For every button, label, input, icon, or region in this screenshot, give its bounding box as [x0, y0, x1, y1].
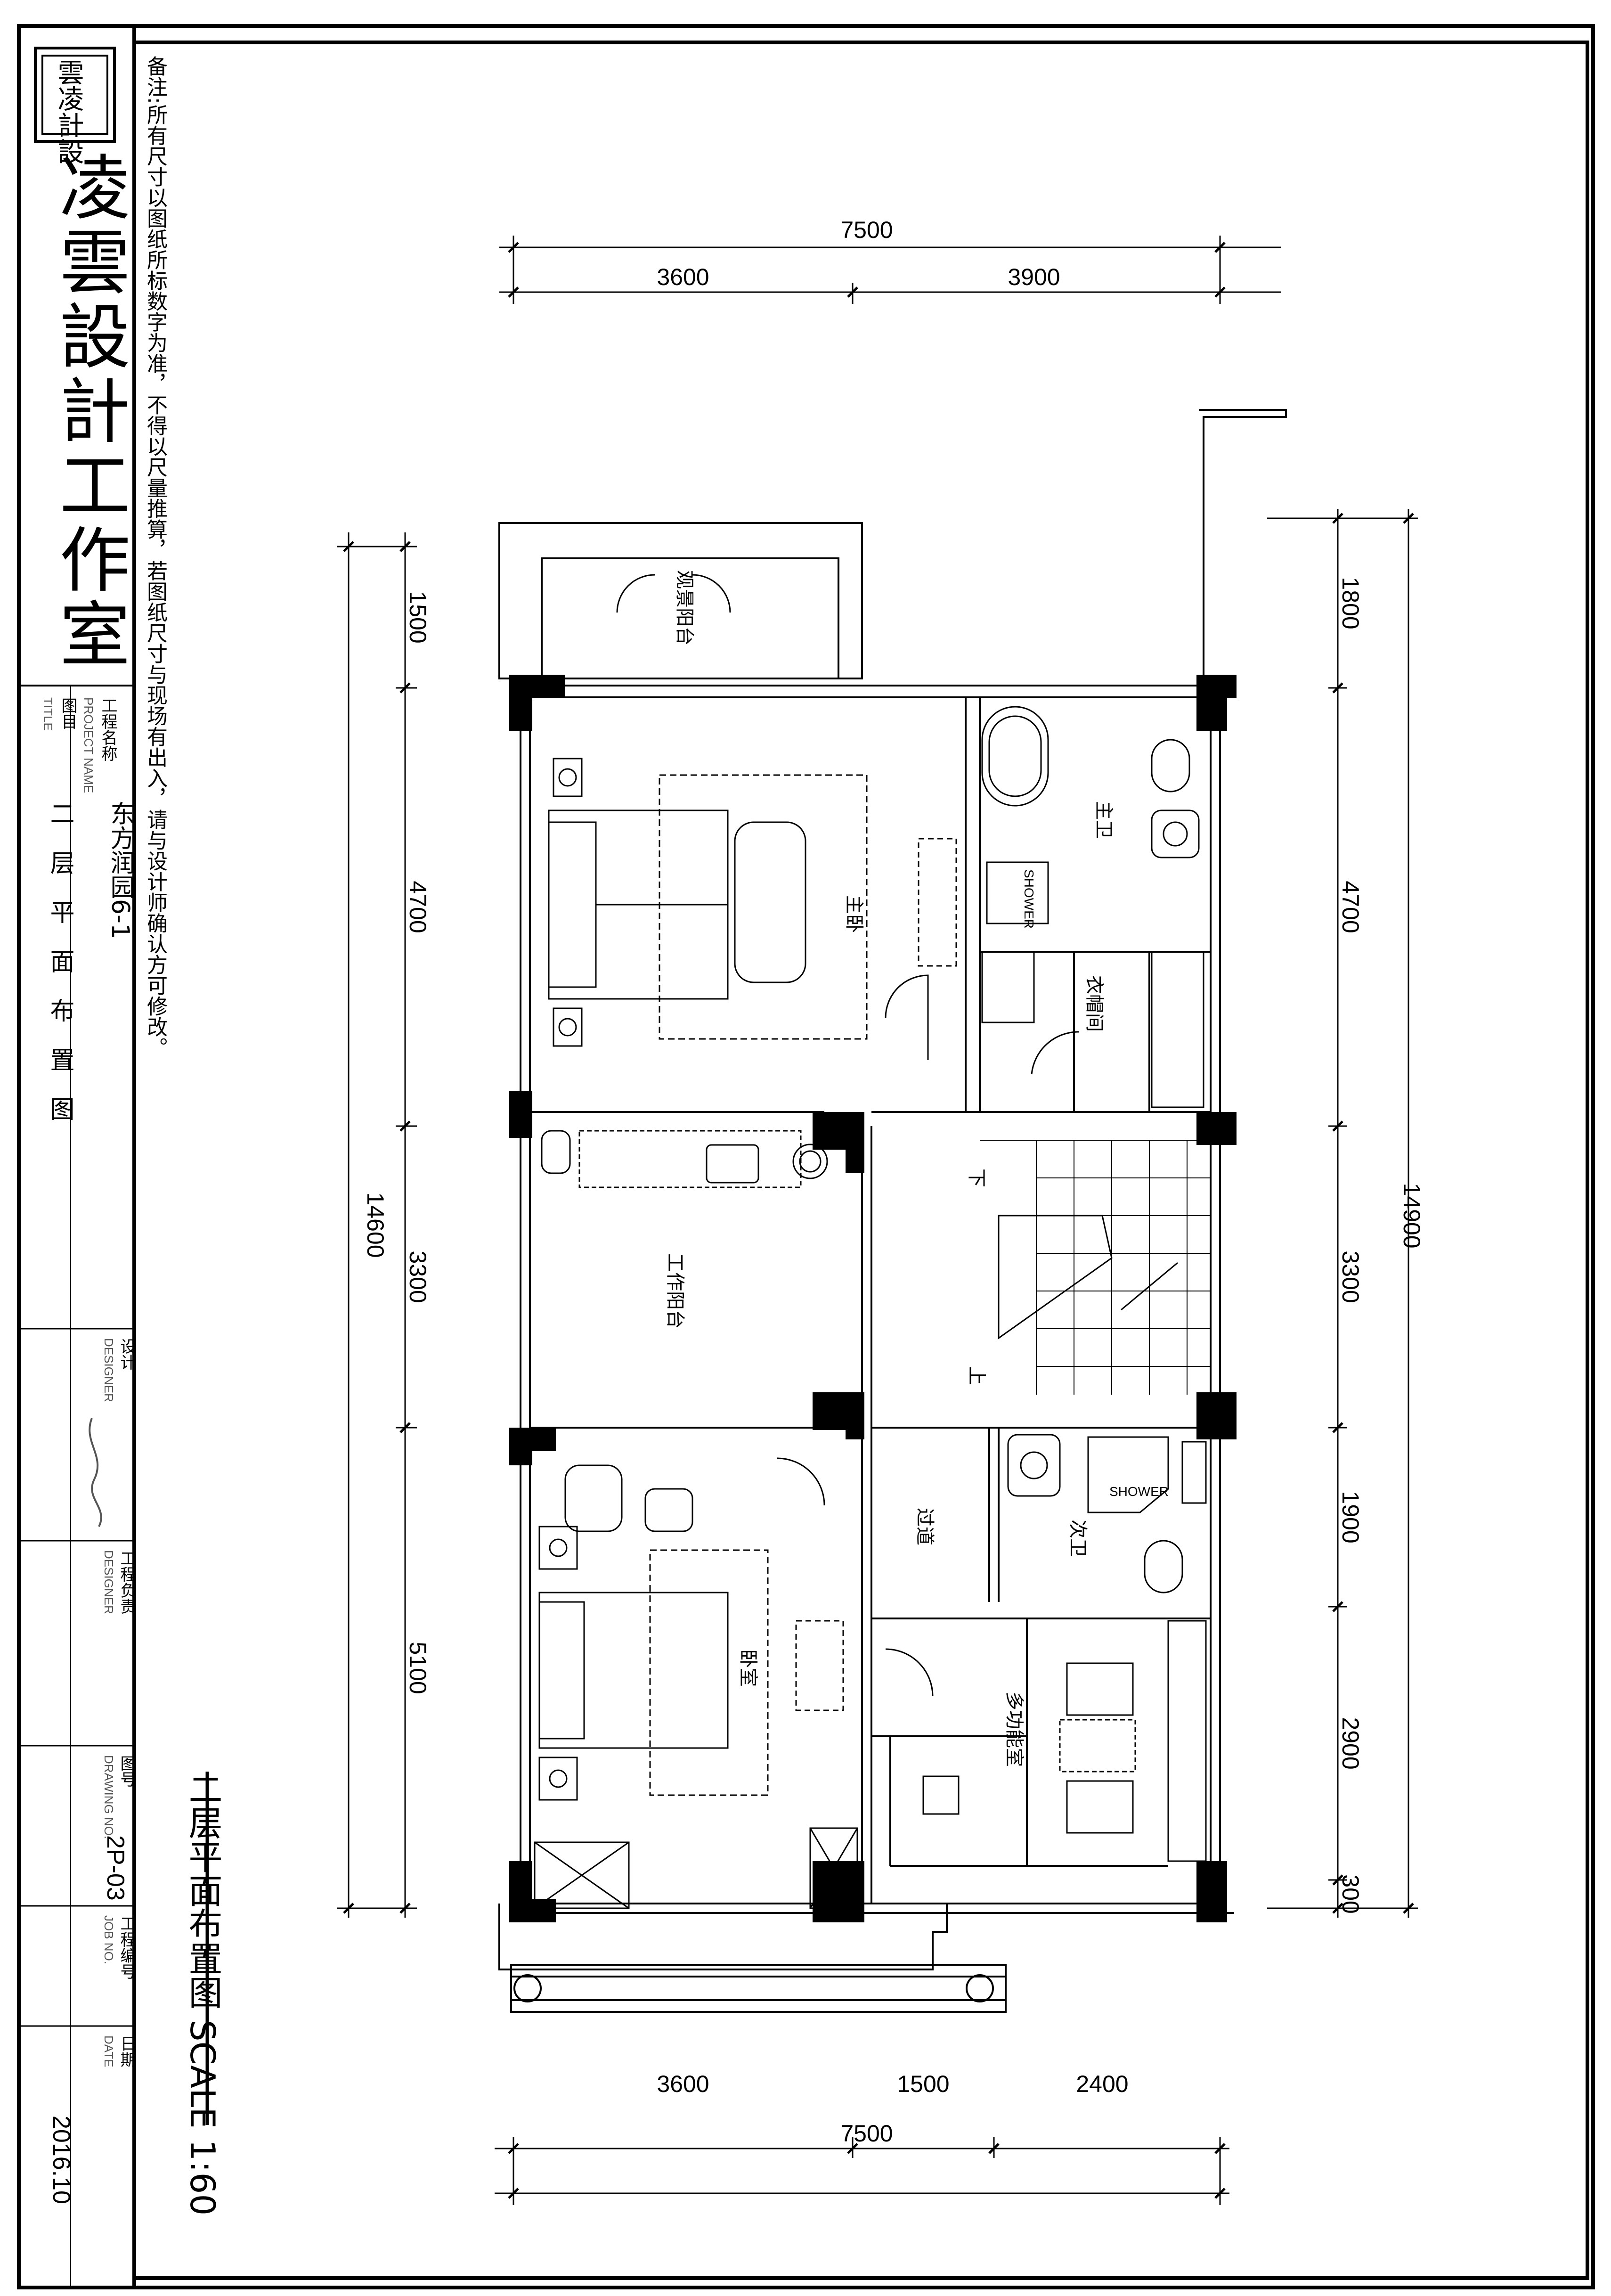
- stair-down: 下: [966, 1168, 987, 1187]
- room-work-balcony: 工作阳台: [665, 1253, 685, 1329]
- drawing-note: 备注:所有尺寸以图纸所标数字为准，不得以尺量推算，若图纸尺寸与现场有出入，请与设…: [143, 56, 167, 1058]
- dim-right-total: 14900: [1399, 1183, 1425, 1248]
- title-value: 二 层 平 面 布 置 图: [46, 801, 74, 1130]
- dim-right-4: 1900: [1337, 1491, 1364, 1543]
- outer-border: [17, 24, 1595, 2289]
- title-label-cn: 图目: [58, 697, 77, 729]
- room-bathroom: 次卫: [1067, 1520, 1088, 1557]
- drawing-number: 2P-03: [102, 1835, 129, 1901]
- dim-left-2: 4700: [405, 881, 431, 933]
- designer-label-en: DESIGNER: [102, 1338, 116, 1402]
- room-master-bath: 主卫: [1093, 801, 1114, 839]
- project-label-en: PROJECT NAME: [81, 697, 96, 793]
- date-value: 2016.10: [48, 2116, 75, 2204]
- drawing-label-en: DRAWING NO.: [102, 1755, 116, 1839]
- shower-label-master: SHOWER: [1022, 869, 1036, 929]
- date-label-cn: 日期: [117, 2035, 136, 2067]
- plan-walls: [498, 409, 1287, 2013]
- room-multi: 多功能室: [1004, 1691, 1025, 1767]
- drawing-label-cn: 图号: [117, 1755, 136, 1787]
- title-label-en: TITLE: [41, 697, 55, 731]
- dim-left-1: 1500: [405, 591, 431, 643]
- dim-left-3: 3300: [405, 1250, 431, 1303]
- dim-right-3: 3300: [1337, 1250, 1364, 1303]
- seal-outer: [34, 47, 116, 143]
- structural-columns: [509, 675, 1237, 1922]
- seal-inner: [41, 55, 108, 135]
- furniture: [534, 574, 1207, 1909]
- dim-right-1: 1800: [1337, 577, 1364, 629]
- project-label-cn: 工程名称: [98, 697, 117, 761]
- firm-name: 凌雲設計工作室: [48, 151, 130, 672]
- dim-bottom-right: 2400: [1076, 2071, 1128, 2097]
- dim-bottom-mid: 1500: [897, 2071, 949, 2097]
- room-balcony: 观景阳台: [674, 570, 695, 645]
- dim-top-right: 3900: [1008, 264, 1060, 290]
- job-label-cn: 工程编号: [117, 1915, 136, 1979]
- dim-left-total: 14600: [362, 1192, 389, 1258]
- dim-bottom-left: 3600: [657, 2071, 709, 2097]
- staircase: [980, 1140, 1211, 1395]
- shower-label-bath: SHOWER: [1109, 1484, 1169, 1499]
- room-corridor: 过道: [914, 1508, 935, 1545]
- designer-signature: [89, 1418, 102, 1527]
- supervisor-label-en: DESIGNER: [102, 1550, 116, 1614]
- supervisor-label-cn: 工程负责: [117, 1550, 136, 1614]
- dim-left-4: 5100: [405, 1642, 431, 1694]
- project-name: 东方润园6-1: [106, 801, 134, 939]
- plan-title: 二层平面布置图 SCALE 1:60: [183, 1772, 222, 2216]
- room-bedroom: 卧室: [738, 1649, 758, 1687]
- job-label-en: JOB NO.: [102, 1915, 116, 1965]
- date-label-en: DATE: [102, 2035, 116, 2067]
- stair-up: 上: [966, 1366, 987, 1385]
- dim-right-6: 300: [1337, 1874, 1364, 1913]
- room-closet: 衣帽间: [1084, 975, 1105, 1032]
- dim-right-2: 4700: [1337, 881, 1364, 933]
- room-master-bedroom: 主卧: [844, 895, 864, 933]
- designer-label-cn: 设计: [117, 1338, 136, 1370]
- firm-seal: 雲凌計設: [53, 59, 84, 164]
- dim-right-5: 2900: [1337, 1717, 1364, 1769]
- dim-top-left: 3600: [657, 264, 709, 290]
- dim-bottom-total: 7500: [840, 2120, 893, 2147]
- dim-top-total: 7500: [840, 217, 893, 243]
